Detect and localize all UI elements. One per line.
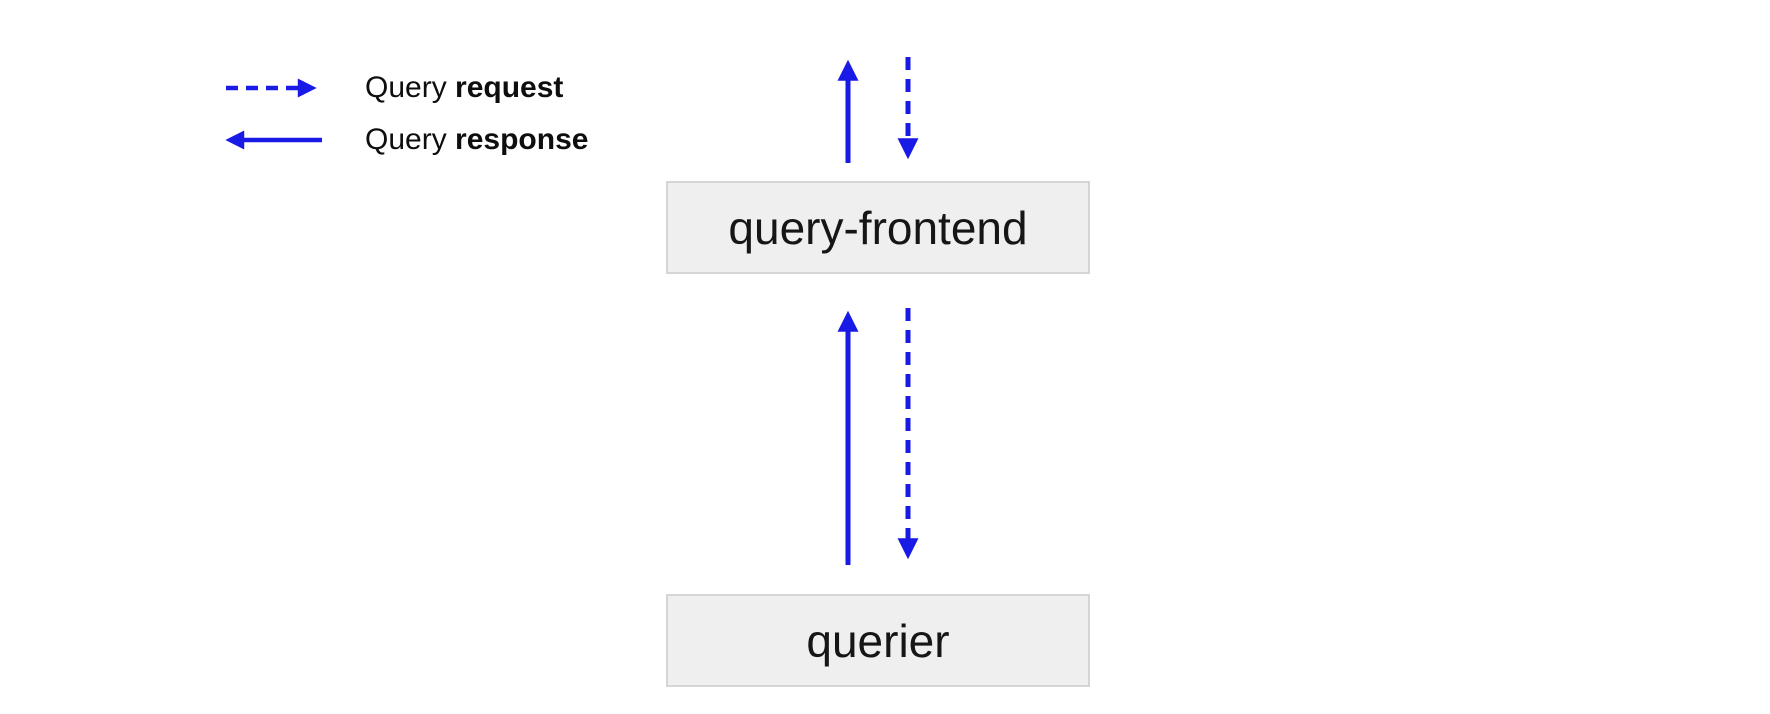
legend-label-request: Query request [365,71,563,105]
node-query-frontend: query-frontend [666,181,1090,274]
legend-item-response: Query response [215,123,588,157]
query-response-arrow-icon [225,130,322,150]
node-query-frontend-label: query-frontend [728,201,1028,254]
node-querier: querier [666,594,1090,687]
node-querier-label: querier [806,614,950,667]
legend-response-prefix: Query [365,123,447,156]
query-request-arrow-icon [226,78,317,98]
legend-request-prefix: Query [365,71,447,104]
legend-item-request: Query request [225,71,563,105]
legend-request-keyword: request [455,71,564,104]
legend-response-keyword: response [455,123,589,156]
legend-label-response: Query response [365,123,588,157]
